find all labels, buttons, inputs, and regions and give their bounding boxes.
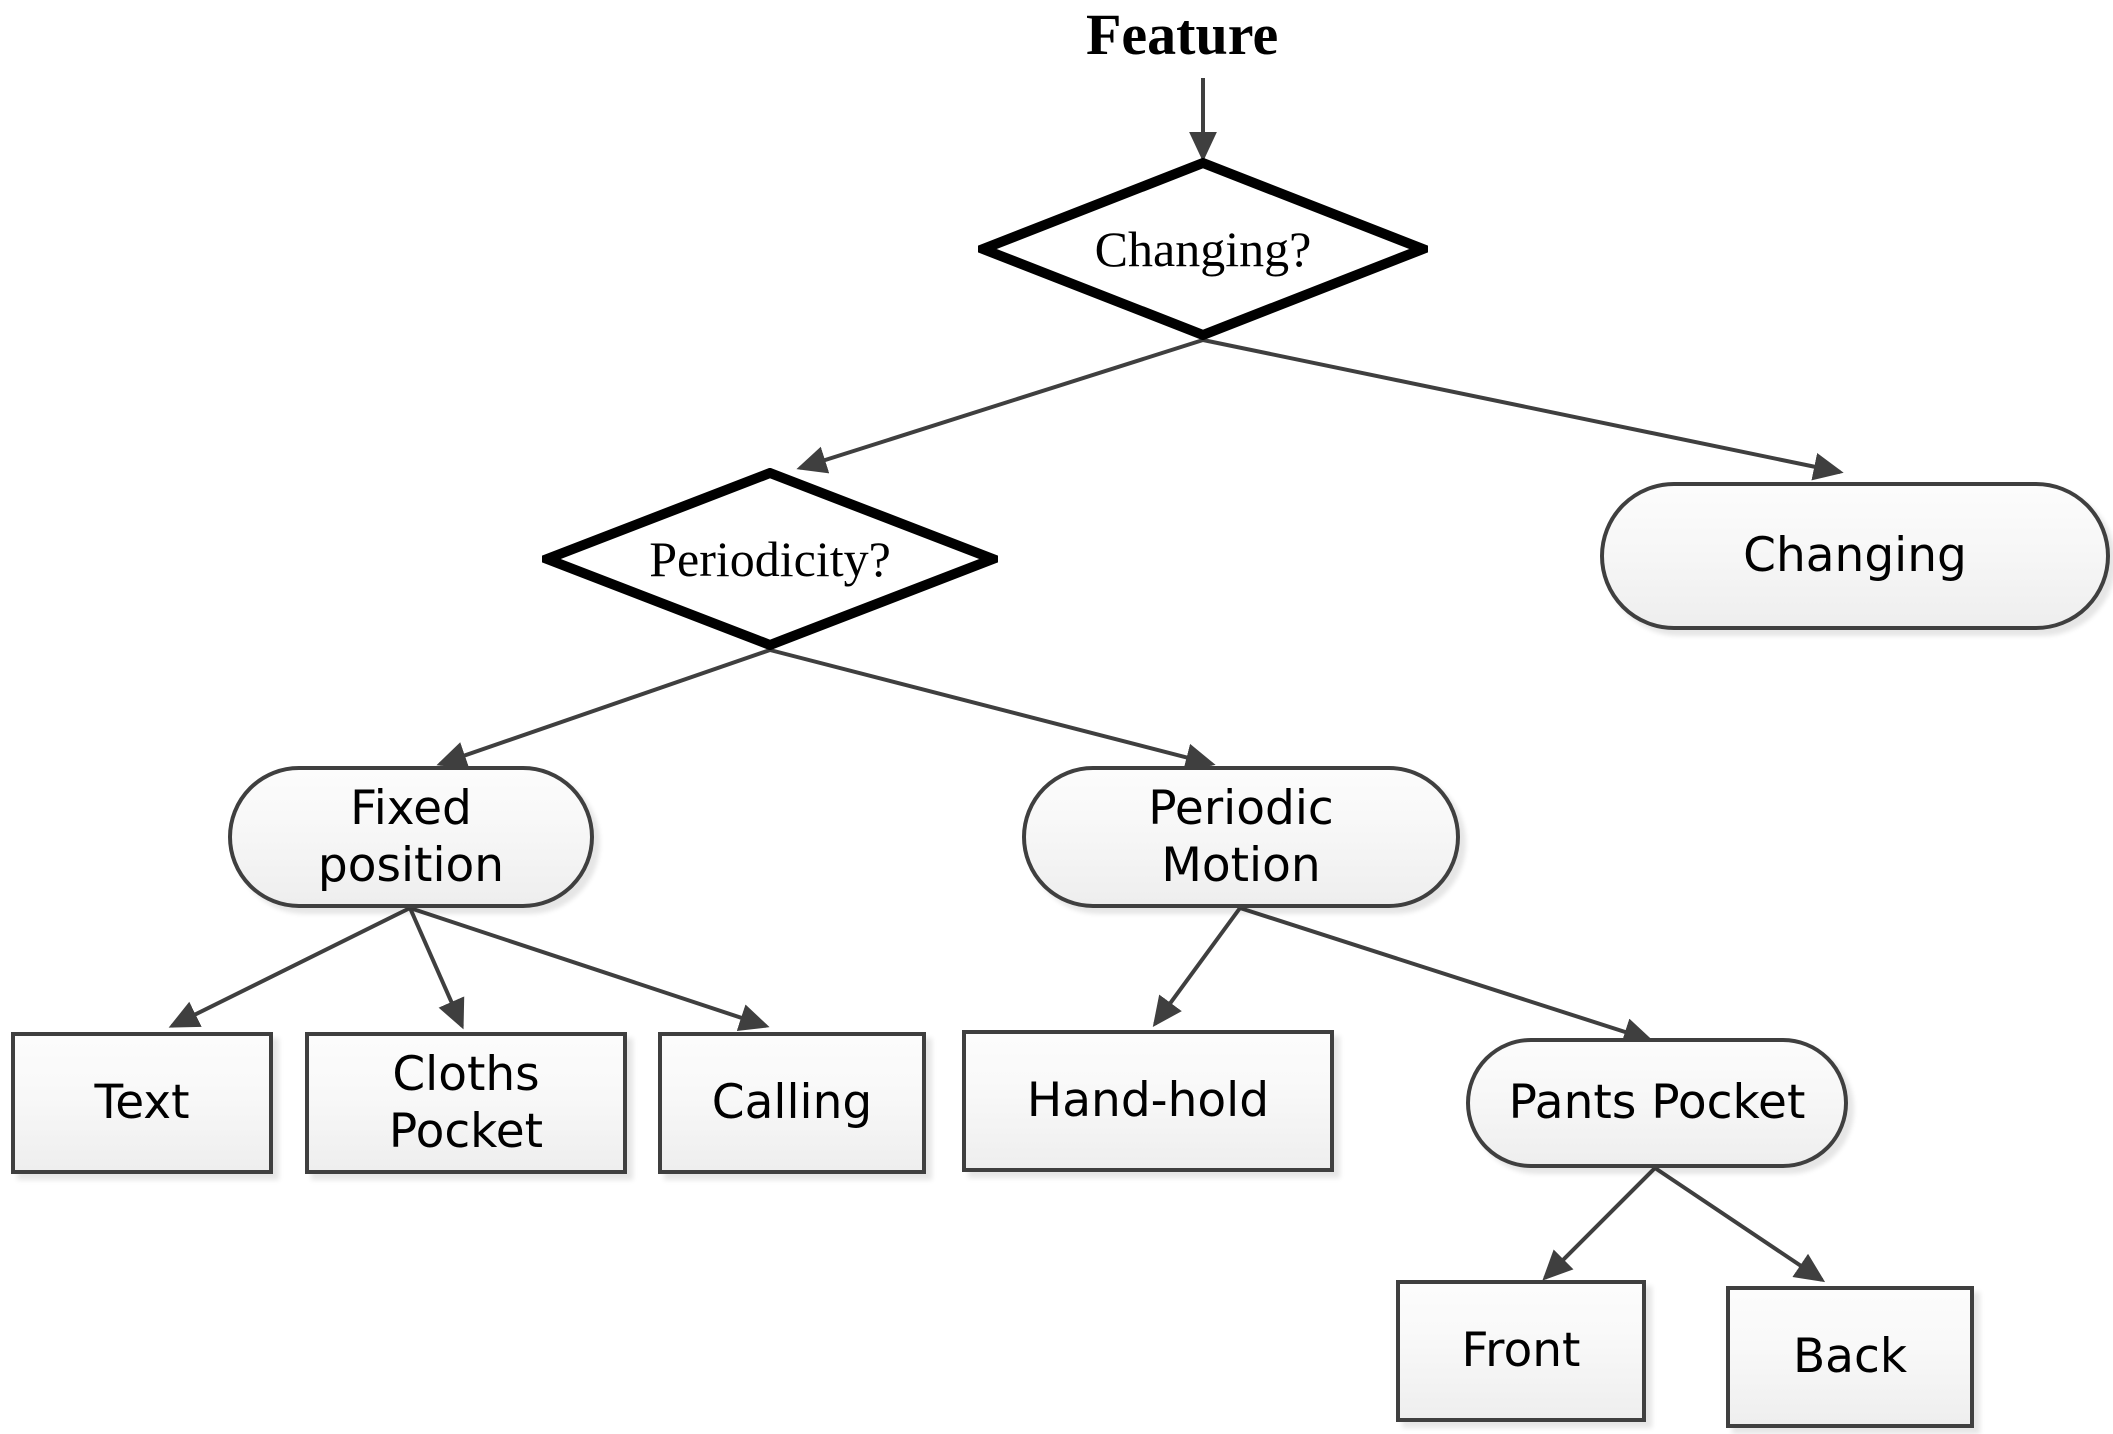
diamond-shape-icon [542, 468, 998, 650]
decision-node-changing[interactable]: Changing? [978, 158, 1428, 340]
decision-node-periodicity[interactable]: Periodicity? [542, 468, 998, 650]
node-front-label: Front [1461, 1323, 1581, 1379]
node-fixed-position-label: Fixed position [317, 780, 505, 893]
node-hand-hold-label: Hand-hold [1026, 1073, 1270, 1129]
page-title: Feature [1086, 2, 1279, 67]
node-periodic-motion-label: Periodic Motion [1148, 780, 1334, 893]
node-pants-pocket[interactable]: Pants Pocket [1466, 1038, 1848, 1168]
node-hand-hold[interactable]: Hand-hold [962, 1030, 1334, 1172]
node-cloths-pocket-label: Cloths Pocket [388, 1046, 544, 1159]
node-fixed-position[interactable]: Fixed position [228, 766, 594, 908]
node-calling[interactable]: Calling [658, 1032, 926, 1174]
edge-pants-pocket-to-back [1653, 1166, 1826, 1283]
edge-changing-question-to-changing [1202, 338, 1844, 481]
decision-node-periodicity-label: Periodicity? [649, 531, 891, 587]
edge-pants-pocket-to-front [1542, 1166, 1657, 1281]
edge-periodicity-to-periodic-motion [769, 648, 1216, 772]
node-changing[interactable]: Changing [1600, 482, 2110, 630]
edge-periodicity-to-fixed-position [436, 648, 771, 769]
node-cloths-pocket[interactable]: Cloths Pocket [305, 1032, 627, 1174]
decision-node-changing-label: Changing? [1094, 221, 1312, 277]
node-periodic-motion[interactable]: Periodic Motion [1022, 766, 1460, 908]
node-changing-label: Changing [1743, 528, 1967, 584]
edge-fixed-position-to-calling [409, 906, 770, 1032]
node-text-label: Text [94, 1075, 190, 1131]
edge-changing-question-to-periodicity [796, 338, 1204, 474]
edge-periodic-motion-to-pants-pocket [1239, 906, 1654, 1046]
diamond-shape-icon [978, 158, 1428, 340]
node-back[interactable]: Back [1726, 1286, 1974, 1428]
node-front[interactable]: Front [1396, 1280, 1646, 1422]
edge-periodic-motion-to-hand-hold [1152, 906, 1242, 1028]
edge-fixed-position-to-text [168, 906, 411, 1028]
node-text[interactable]: Text [11, 1032, 273, 1174]
node-back-label: Back [1792, 1329, 1908, 1385]
edge-fixed-position-to-cloths-pocket [408, 907, 465, 1030]
node-calling-label: Calling [711, 1075, 873, 1131]
node-pants-pocket-label: Pants Pocket [1508, 1075, 1806, 1131]
